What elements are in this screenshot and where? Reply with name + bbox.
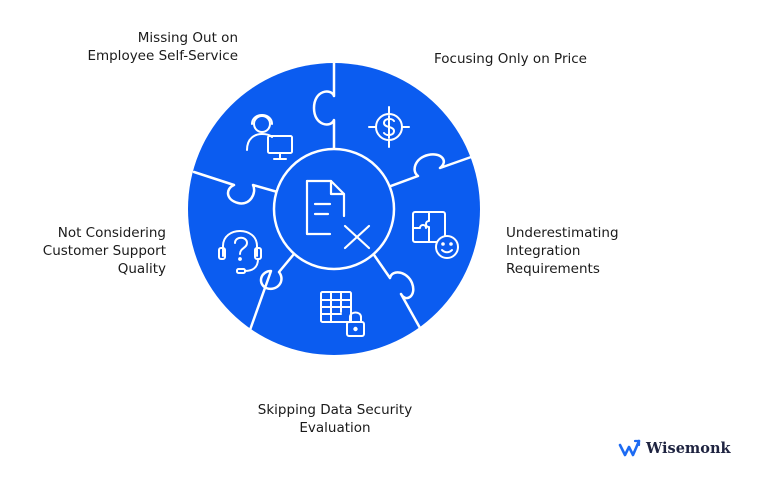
- support-agent-monitor-icon: [246, 114, 293, 160]
- label-support-line-3: Quality: [117, 261, 166, 277]
- brand-name: Wisemonk: [646, 439, 731, 457]
- label-integration-line-1: Underestimating: [506, 225, 619, 241]
- headset-question-icon: [218, 230, 262, 274]
- label-security: Skipping Data Security Evaluation: [210, 401, 460, 437]
- seam-upper-left: [192, 170, 290, 205]
- dollar-target-icon: [368, 106, 410, 148]
- label-integration-line-2: Integration: [506, 243, 581, 259]
- label-self-service-line-2: Employee Self-Service: [87, 48, 238, 64]
- label-security-line-2: Evaluation: [299, 420, 371, 436]
- seam-upper-right: [378, 153, 476, 192]
- label-price-line-1: Focusing Only on Price: [434, 51, 587, 67]
- seam-top: [312, 60, 336, 162]
- label-self-service-line-1: Missing Out on: [137, 30, 238, 46]
- table-lock-icon: [320, 291, 365, 337]
- seam-lower-right: [370, 250, 422, 330]
- brand-logo: Wisemonk: [618, 438, 731, 458]
- wisemonk-logo-icon: [618, 439, 641, 457]
- puzzle-gear-icon: [412, 211, 459, 259]
- document-x-icon: [305, 179, 371, 250]
- center-circle: [272, 147, 396, 271]
- label-integration-line-3: Requirements: [506, 261, 600, 277]
- puzzle-seams: [192, 60, 476, 332]
- label-security-line-1: Skipping Data Security: [257, 402, 413, 418]
- label-support-line-1: Not Considering: [57, 225, 166, 241]
- label-price: Focusing Only on Price: [434, 50, 674, 68]
- label-integration: Underestimating Integration Requirements: [506, 224, 706, 278]
- seam-lower-left: [248, 252, 296, 332]
- label-support: Not Considering Customer Support Quality: [10, 224, 166, 278]
- label-support-line-2: Customer Support: [42, 243, 166, 259]
- label-self-service: Missing Out on Employee Self-Service: [40, 29, 238, 65]
